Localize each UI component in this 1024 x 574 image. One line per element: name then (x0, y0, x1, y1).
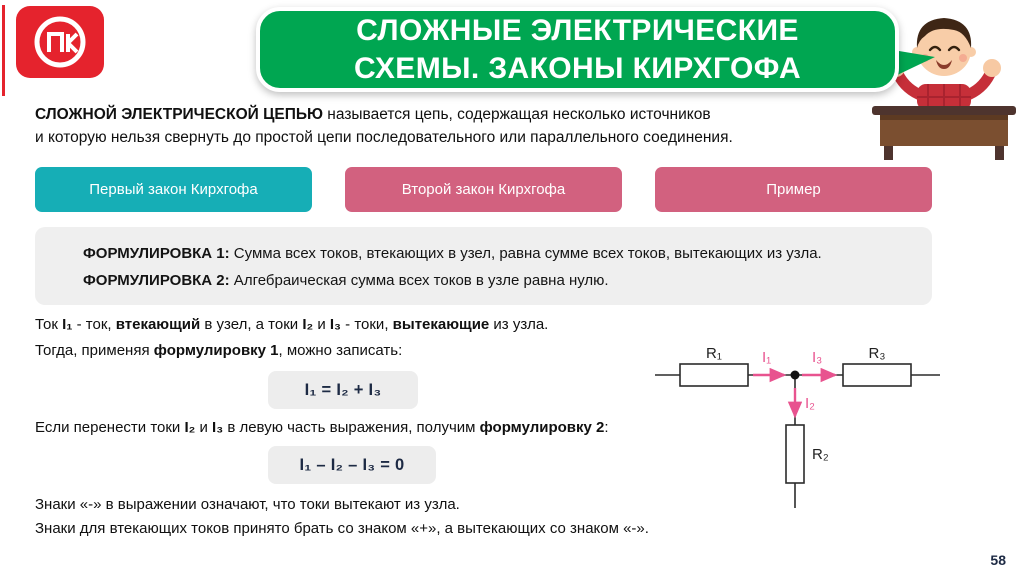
formula-kirchhoff-zero: I₁ – I₂ – I₃ = 0 (268, 446, 436, 484)
left-accent-bar (2, 5, 5, 96)
tab-example-label: Пример (766, 181, 821, 198)
body-line-apply-formulation1: Тогда, применяя формулировку 1, можно за… (35, 342, 403, 359)
title-speech-tail (893, 50, 935, 77)
intro-line1: СЛОЖНОЙ ЭЛЕКТРИЧЕСКОЙ ЦЕПЬЮ называется ц… (35, 106, 711, 123)
formula-kirchhoff-zero-text: I₁ – I₂ – I₃ = 0 (299, 455, 405, 474)
page-number: 58 (990, 552, 1006, 568)
node-dot (790, 370, 800, 380)
resistor-r2 (785, 424, 805, 484)
tab-example[interactable]: Пример (655, 167, 932, 212)
label-r2: R₂ (812, 446, 829, 463)
slide-title-line2: СХЕМЫ. ЗАКОНЫ КИРХГОФА (353, 51, 802, 85)
label-i3: I₃ (812, 349, 822, 366)
tab-first-kirchhoff-law-label: Первый закон Кирхгофа (89, 181, 258, 198)
resistor-r3 (842, 363, 912, 387)
label-i2: I₂ (805, 395, 815, 412)
tab-first-kirchhoff-law[interactable]: Первый закон Кирхгофа (35, 167, 312, 212)
body-line-currents: Ток I₁ - ток, втекающий в узел, а токи I… (35, 316, 549, 333)
intro-paragraph: СЛОЖНОЙ ЭЛЕКТРИЧЕСКОЙ ЦЕПЬЮ называется ц… (35, 103, 915, 149)
slide-title: СЛОЖНЫЕ ЭЛЕКТРИЧЕСКИЕ СХЕМЫ. ЗАКОНЫ КИРХ… (256, 7, 899, 92)
formula-kirchhoff-sum-text: I₁ = I₂ + I₃ (304, 380, 382, 399)
body-line-minus-signs: Знаки «-» в выражении означают, что токи… (35, 496, 460, 513)
formulation-1-text: ФОРМУЛИРОВКА 1: Сумма всех токов, втекаю… (83, 245, 822, 262)
formulations-panel: ФОРМУЛИРОВКА 1: Сумма всех токов, втекаю… (35, 227, 932, 305)
label-r3: R₃ (869, 345, 886, 362)
label-r1: R₁ (706, 345, 722, 362)
formula-kirchhoff-sum: I₁ = I₂ + I₃ (268, 371, 418, 409)
circuit-diagram: R₁ R₃ R₂ I₁ I₃ I₂ (655, 345, 940, 508)
resistor-r1 (679, 363, 749, 387)
formulation-2-text: ФОРМУЛИРОВКА 2: Алгебраическая сумма все… (83, 272, 609, 289)
slide-title-line1: СЛОЖНЫЕ ЭЛЕКТРИЧЕСКИЕ (356, 13, 799, 47)
tab-second-kirchhoff-law[interactable]: Второй закон Кирхгофа (345, 167, 622, 212)
intro-line2: и которую нельзя свернуть до простой цеп… (35, 129, 733, 146)
body-line-sign-convention: Знаки для втекающих токов принято брать … (35, 520, 649, 537)
body-line-move-terms: Если перенести токи I₂ и I₃ в левую част… (35, 419, 609, 436)
tab-second-kirchhoff-law-label: Второй закон Кирхгофа (401, 181, 566, 198)
company-logo-icon (16, 6, 104, 78)
label-i1: I₁ (762, 349, 771, 366)
